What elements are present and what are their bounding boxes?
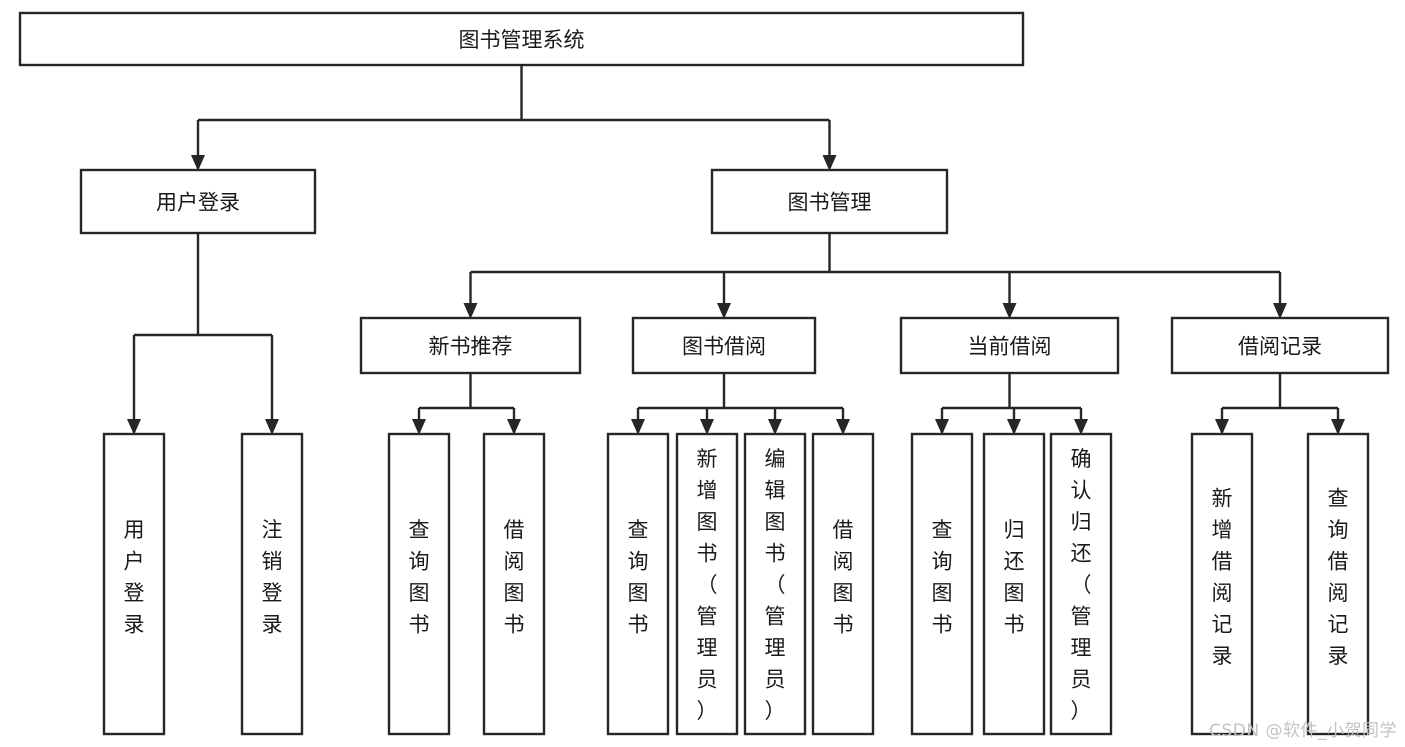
node-label-book-manage: 图书管理 (788, 191, 872, 215)
node-leaf-query-book-1[interactable]: 查询图书 (387, 432, 451, 736)
node-box-leaf-confirm-return (1049, 432, 1113, 736)
edge-arrowhead (1331, 419, 1345, 435)
node-label-leaf-add-record: 新增借阅记录 (1212, 486, 1233, 668)
edge-arrowhead (265, 419, 279, 435)
node-leaf-confirm-return[interactable]: 确认归还（管理员） (1049, 432, 1113, 736)
edge-arrowhead (935, 419, 949, 435)
node-box-leaf-query-book-2 (606, 432, 670, 736)
node-box-leaf-query-record (1306, 432, 1370, 736)
edge-arrowhead (127, 419, 141, 435)
node-label-leaf-return-book: 归还图书 (1004, 518, 1025, 637)
edge-arrowhead (463, 303, 478, 319)
node-box-leaf-borrow-book-1 (482, 432, 546, 736)
node-box-leaf-edit-book (743, 432, 807, 736)
node-label-new-book-recommend: 新书推荐 (429, 335, 513, 359)
node-label-book-borrow: 图书借阅 (682, 335, 766, 359)
node-box-leaf-add-record (1190, 432, 1254, 736)
node-label-leaf-query-book-1: 查询图书 (409, 518, 430, 637)
node-box-leaf-query-book-1 (387, 432, 451, 736)
node-box-current-borrow (899, 316, 1120, 375)
edge-arrowhead (1007, 419, 1021, 435)
edge-arrowhead (412, 419, 426, 435)
node-box-leaf-borrow-book-2 (811, 432, 875, 736)
node-label-leaf-add-book: 新增图书（管理员） (697, 447, 718, 723)
node-box-leaf-query-book-3 (910, 432, 974, 736)
edge-arrowhead (631, 419, 645, 435)
node-leaf-query-book-3[interactable]: 查询图书 (910, 432, 974, 736)
node-leaf-borrow-book-1[interactable]: 借阅图书 (482, 432, 546, 736)
node-box-leaf-add-book (675, 432, 739, 736)
node-book-borrow[interactable]: 图书借阅 (631, 316, 817, 375)
edge-arrowhead (1074, 419, 1088, 435)
node-label-leaf-query-record: 查询借阅记录 (1328, 486, 1349, 668)
node-leaf-query-book-2[interactable]: 查询图书 (606, 432, 670, 736)
node-label-leaf-confirm-return: 确认归还（管理员） (1071, 447, 1092, 723)
node-box-book-manage (710, 168, 949, 235)
node-leaf-return-book[interactable]: 归还图书 (982, 432, 1046, 736)
node-label-leaf-borrow-book-2: 借阅图书 (833, 518, 854, 637)
csdn-watermark: CSDN @软件_小贺同学 (1209, 721, 1397, 741)
node-label-leaf-borrow-book-1: 借阅图书 (504, 518, 525, 637)
node-label-leaf-user-login: 用户登录 (124, 518, 145, 637)
node-leaf-add-record[interactable]: 新增借阅记录 (1190, 432, 1254, 736)
node-label-leaf-query-book-3: 查询图书 (932, 518, 953, 637)
node-label-borrow-record: 借阅记录 (1238, 335, 1322, 359)
node-user-login[interactable]: 用户登录 (79, 168, 317, 235)
edge-arrowhead (700, 419, 714, 435)
node-leaf-borrow-book-2[interactable]: 借阅图书 (811, 432, 875, 736)
node-label-root: 图书管理系统 (459, 28, 585, 52)
node-label-current-borrow: 当前借阅 (968, 335, 1052, 359)
edge-arrowhead (768, 419, 782, 435)
node-label-leaf-logout: 注销登录 (262, 518, 283, 637)
node-new-book-recommend[interactable]: 新书推荐 (359, 316, 582, 375)
node-label-leaf-edit-book: 编辑图书（管理员） (765, 447, 786, 723)
node-box-new-book-recommend (359, 316, 582, 375)
edge-arrowhead (822, 155, 837, 171)
node-box-leaf-user-login (102, 432, 166, 736)
node-box-root (18, 11, 1025, 67)
edge-arrowhead (1002, 303, 1017, 319)
edge-arrowhead (191, 155, 205, 171)
node-current-borrow[interactable]: 当前借阅 (899, 316, 1120, 375)
node-leaf-add-book[interactable]: 新增图书（管理员） (675, 432, 739, 736)
node-leaf-query-record[interactable]: 查询借阅记录 (1306, 432, 1370, 736)
edge-arrowhead (836, 419, 850, 435)
edge-arrowhead (717, 303, 731, 319)
node-box-book-borrow (631, 316, 817, 375)
edge-arrowhead (1273, 303, 1287, 319)
edge-arrowhead (507, 419, 521, 435)
node-leaf-edit-book[interactable]: 编辑图书（管理员） (743, 432, 807, 736)
node-borrow-record[interactable]: 借阅记录 (1170, 316, 1390, 375)
node-box-user-login (79, 168, 317, 235)
node-box-leaf-logout (240, 432, 304, 736)
node-label-user-login: 用户登录 (156, 191, 240, 215)
node-leaf-logout[interactable]: 注销登录 (240, 432, 304, 736)
node-box-leaf-return-book (982, 432, 1046, 736)
node-book-manage[interactable]: 图书管理 (710, 168, 949, 235)
node-root[interactable]: 图书管理系统 (18, 11, 1025, 67)
node-box-borrow-record (1170, 316, 1390, 375)
node-label-leaf-query-book-2: 查询图书 (628, 518, 649, 637)
edge-arrowhead (1215, 419, 1229, 435)
node-leaf-user-login[interactable]: 用户登录 (102, 432, 166, 736)
